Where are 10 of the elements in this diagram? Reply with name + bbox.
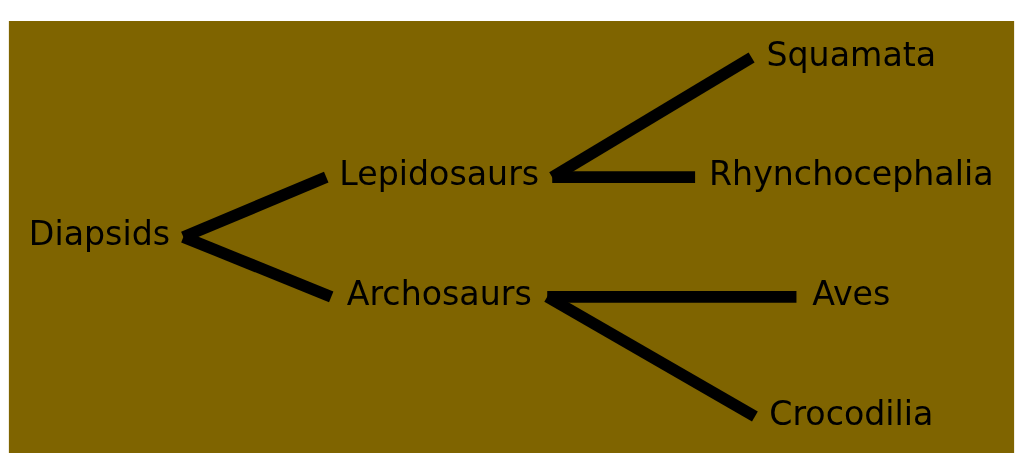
node-text: Crocodilia (769, 393, 934, 433)
connector (547, 290, 797, 303)
node-text: Aves (812, 273, 891, 313)
node-text: Diapsids (28, 213, 171, 253)
node-text: Rhynchocephalia (709, 153, 994, 193)
node-text: Squamata (766, 34, 937, 74)
connector (549, 52, 755, 182)
node-text: Lepidosaurs (339, 153, 540, 193)
connector (552, 170, 696, 183)
node-text: Archosaurs (346, 273, 532, 313)
